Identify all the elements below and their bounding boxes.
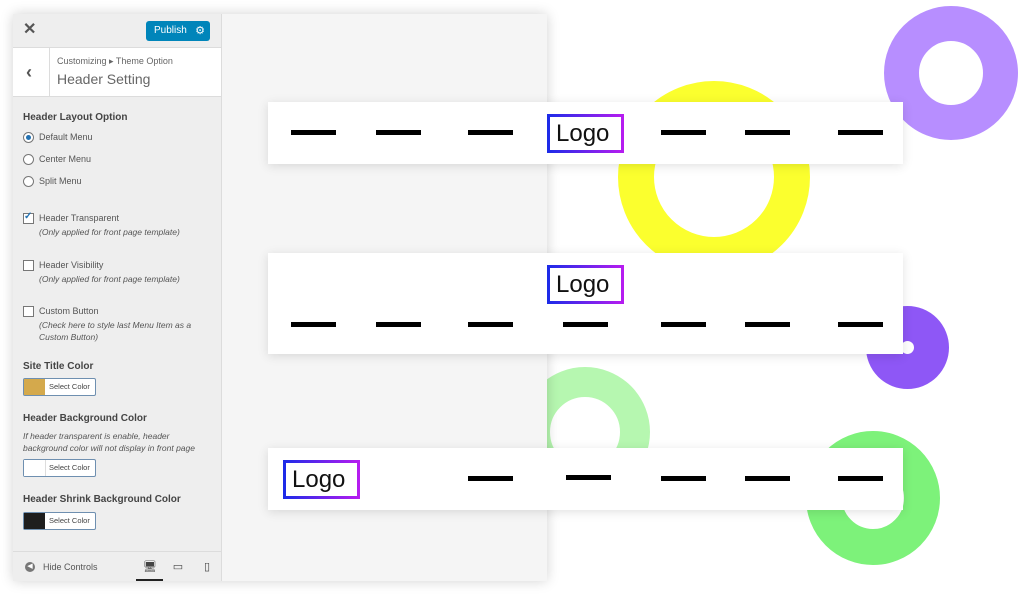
color-swatch [24, 513, 45, 529]
select-color-label: Select Color [49, 382, 90, 391]
header-bg-note: If header transparent is enable, header … [23, 431, 195, 453]
menu-item-placeholder [468, 322, 513, 327]
decor-ring-purple [884, 6, 1018, 140]
checkbox-custom-button[interactable] [23, 306, 34, 317]
chevron-left-icon: ‹ [26, 62, 32, 82]
collapse-icon[interactable]: ◀ [25, 562, 35, 572]
site-title-color-picker[interactable]: Select Color [23, 378, 96, 396]
menu-item-placeholder [566, 475, 611, 480]
close-icon[interactable]: ✕ [23, 21, 37, 38]
checkbox-header-transparent[interactable]: ✓ [23, 211, 34, 224]
checkbox-label: Custom Button [39, 306, 99, 316]
header-bg-color-title: Header Background Color [23, 413, 147, 424]
menu-item-placeholder [376, 322, 421, 327]
breadcrumb: Customizing ▸ Theme Option [57, 56, 173, 66]
radio-split-menu[interactable] [23, 176, 34, 187]
back-button[interactable]: ‹ [13, 48, 50, 96]
radio-default-menu[interactable] [23, 132, 34, 143]
preview-split-menu: Logo [268, 448, 903, 510]
radio-label: Split Menu [39, 176, 82, 186]
menu-item-placeholder [468, 476, 513, 481]
customizer-footer: ◀ Hide Controls 🖥 ▭ ▯ [13, 551, 221, 581]
header-bg-color-picker[interactable]: Select Color [23, 459, 96, 477]
logo: Logo [547, 114, 624, 153]
publish-label: Publish [154, 25, 187, 36]
menu-item-placeholder [745, 476, 790, 481]
desktop-icon[interactable]: 🖥 [143, 561, 157, 573]
section-header: ‹ Customizing ▸ Theme Option Header Sett… [13, 48, 221, 97]
checkbox-label: Header Visibility [39, 260, 104, 270]
checkbox-header-visibility[interactable] [23, 260, 34, 271]
gear-icon[interactable]: ⚙ [195, 25, 205, 37]
active-device-indicator [136, 579, 163, 581]
preview-center-menu: Logo [268, 253, 903, 354]
menu-item-placeholder [838, 130, 883, 135]
logo: Logo [283, 460, 360, 499]
customizer-topbar: ✕ Publish ⚙ [13, 14, 221, 48]
menu-item-placeholder [376, 130, 421, 135]
checkbox-label: Header Transparent [39, 213, 120, 223]
menu-item-placeholder [661, 476, 706, 481]
radio-center-menu[interactable] [23, 154, 34, 165]
customizer-sidebar: ✕ Publish ⚙ ‹ Customizing ▸ Theme Option… [13, 14, 222, 581]
mobile-icon[interactable]: ▯ [203, 561, 211, 573]
radio-label: Center Menu [39, 154, 92, 164]
section-title: Header Setting [57, 71, 151, 87]
menu-item-placeholder [838, 476, 883, 481]
logo: Logo [547, 265, 624, 304]
layout-option-title: Header Layout Option [23, 112, 128, 123]
menu-item-placeholder [661, 322, 706, 327]
radio-label: Default Menu [39, 132, 93, 142]
menu-item-placeholder [661, 130, 706, 135]
checkbox-note: (Check here to style last Menu Item as a… [39, 320, 192, 342]
menu-item-placeholder [291, 130, 336, 135]
color-swatch [24, 460, 46, 476]
site-title-color-title: Site Title Color [23, 361, 94, 372]
color-swatch [24, 379, 45, 395]
shrink-bg-color-title: Header Shrink Background Color [23, 494, 181, 505]
hide-controls-button[interactable]: Hide Controls [43, 562, 98, 572]
checkbox-note: (Only applied for front page template) [39, 227, 180, 237]
menu-item-placeholder [745, 130, 790, 135]
select-color-label: Select Color [49, 463, 90, 472]
checkmark-icon: ✓ [24, 211, 33, 222]
select-color-label: Select Color [49, 516, 90, 525]
menu-item-placeholder [563, 322, 608, 327]
checkbox-note: (Only applied for front page template) [39, 274, 180, 284]
menu-item-placeholder [745, 322, 790, 327]
tablet-icon[interactable]: ▭ [172, 561, 184, 573]
shrink-bg-color-picker[interactable]: Select Color [23, 512, 96, 530]
publish-button[interactable]: Publish ⚙ [146, 21, 210, 41]
menu-item-placeholder [468, 130, 513, 135]
menu-item-placeholder [291, 322, 336, 327]
preview-default-menu: Logo [268, 102, 903, 164]
menu-item-placeholder [838, 322, 883, 327]
